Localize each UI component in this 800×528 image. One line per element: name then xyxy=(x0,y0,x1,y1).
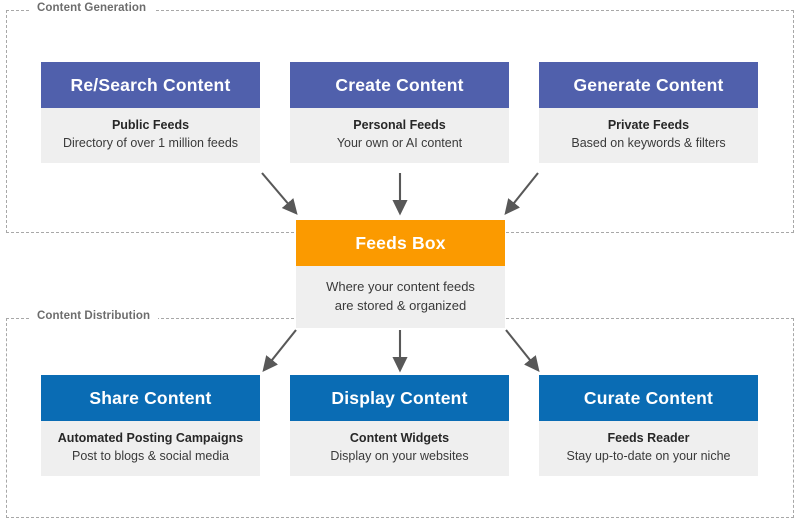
node-feeds-box[interactable]: Feeds Box Where your content feeds are s… xyxy=(296,220,505,328)
node-research-content-body: Public Feeds Directory of over 1 million… xyxy=(41,108,260,163)
node-generate-content-header[interactable]: Generate Content xyxy=(539,62,758,108)
node-research-content-header[interactable]: Re/Search Content xyxy=(41,62,260,108)
section-generation-label: Content Generation xyxy=(29,2,155,14)
node-display-content-body: Content Widgets Display on your websites xyxy=(290,421,509,476)
node-curate-content-header[interactable]: Curate Content xyxy=(539,375,758,421)
node-curate-content-caption-bold: Feeds Reader xyxy=(607,431,690,445)
node-share-content-caption-text: Post to blogs & social media xyxy=(71,449,230,463)
node-generate-content-body: Private Feeds Based on keywords & filter… xyxy=(539,108,758,163)
node-curate-content-caption-text: Stay up-to-date on your niche xyxy=(566,449,731,463)
node-feeds-box-caption-line1: Where your content feeds xyxy=(326,279,475,294)
node-research-content-caption-bold: Public Feeds xyxy=(111,118,190,132)
node-create-content-caption-bold: Personal Feeds xyxy=(353,118,446,132)
node-research-content[interactable]: Re/Search Content Public Feeds Directory… xyxy=(41,62,260,163)
node-create-content-caption-text: Your own or AI content xyxy=(336,136,463,150)
node-research-content-caption-text: Directory of over 1 million feeds xyxy=(62,136,239,150)
node-display-content[interactable]: Display Content Content Widgets Display … xyxy=(290,375,509,476)
node-create-content-header[interactable]: Create Content xyxy=(290,62,509,108)
node-display-content-header[interactable]: Display Content xyxy=(290,375,509,421)
node-generate-content[interactable]: Generate Content Private Feeds Based on … xyxy=(539,62,758,163)
node-generate-content-caption-text: Based on keywords & filters xyxy=(571,136,726,150)
node-create-content-body: Personal Feeds Your own or AI content xyxy=(290,108,509,163)
node-share-content[interactable]: Share Content Automated Posting Campaign… xyxy=(41,375,260,476)
node-curate-content-body: Feeds Reader Stay up-to-date on your nic… xyxy=(539,421,758,476)
node-generate-content-caption-bold: Private Feeds xyxy=(607,118,690,132)
node-create-content[interactable]: Create Content Personal Feeds Your own o… xyxy=(290,62,509,163)
node-display-content-caption-text: Display on your websites xyxy=(330,449,469,463)
node-share-content-caption-bold: Automated Posting Campaigns xyxy=(57,431,244,445)
node-feeds-box-body: Where your content feeds are stored & or… xyxy=(296,266,505,328)
node-display-content-caption-bold: Content Widgets xyxy=(349,431,450,445)
node-share-content-header[interactable]: Share Content xyxy=(41,375,260,421)
node-feeds-box-header[interactable]: Feeds Box xyxy=(296,220,505,266)
node-share-content-body: Automated Posting Campaigns Post to blog… xyxy=(41,421,260,476)
node-curate-content[interactable]: Curate Content Feeds Reader Stay up-to-d… xyxy=(539,375,758,476)
node-feeds-box-caption-line2: are stored & organized xyxy=(334,298,467,313)
section-distribution-label: Content Distribution xyxy=(29,310,159,322)
